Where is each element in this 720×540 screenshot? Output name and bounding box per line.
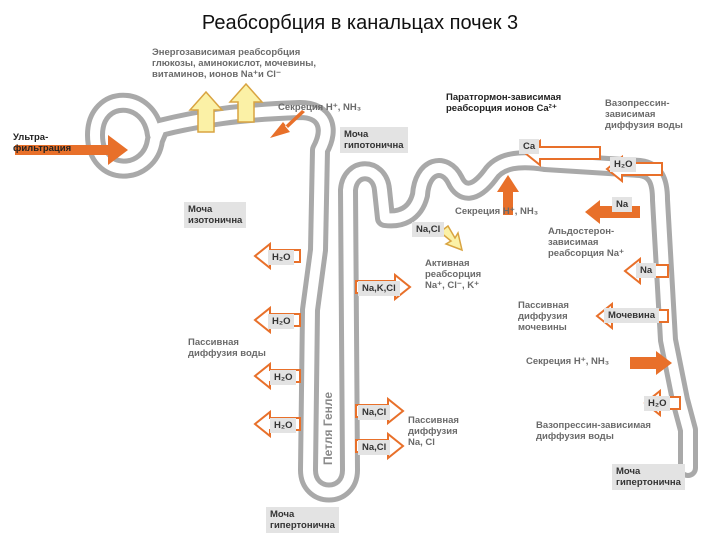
vasopressin-low-label: Вазопрессин-зависимая диффузия воды — [536, 420, 651, 442]
h2o-box: H₂O — [268, 314, 295, 329]
h2o-box: H₂O — [270, 370, 297, 385]
tubule-inner — [90, 97, 693, 498]
nacl-box: Na,Cl — [412, 222, 445, 237]
nacl-arrow-icon — [438, 224, 464, 252]
energy-label: Энергозависимая реабсорбция глюкозы, ами… — [152, 47, 316, 80]
h2o-box: H₂O — [644, 396, 671, 411]
nacl-box: Na,Cl — [358, 440, 391, 455]
vasopressin-top-label: Вазопрессин- зависимая диффузия воды — [605, 98, 683, 131]
urea-box: Мочевина — [604, 308, 659, 323]
secretion-arrow-icon — [270, 110, 305, 138]
passive-urea-label: Пассивная диффузия мочевины — [518, 300, 569, 333]
secretion-mid-label: Секреция H⁺, NH₃ — [455, 206, 539, 217]
passive-water-label: Пассивная диффузия воды — [188, 337, 266, 359]
h2o-box: H₂O — [268, 250, 295, 265]
up-arrow-icon — [188, 90, 224, 133]
aldosterone-label: Альдостерон- зависимая реабсорция Na⁺ — [548, 226, 625, 259]
big-arrow-icon — [15, 135, 128, 165]
active-label: Активная реабсорция Na⁺, Cl⁻, K⁺ — [425, 258, 482, 291]
urine-isotonic-box: Моча изотонична — [184, 202, 247, 228]
urine-hyper-bottom-box: Моча гипертонична — [266, 507, 339, 533]
ca-box: Ca — [519, 139, 540, 154]
secretion-top-label: Секреция H⁺, NH₃ — [278, 102, 362, 113]
nakcl-box: Na,K,Cl — [358, 281, 400, 296]
ultra-label: Ультра- фильтрация — [13, 132, 72, 154]
secretion-arrow-icon — [497, 175, 519, 215]
secretion-low-label: Секреция H⁺, NH₃ — [526, 356, 610, 367]
right-arrow-icon — [355, 272, 412, 461]
secretion-arrow-icon — [630, 351, 672, 375]
nacl-box: Na,Cl — [358, 405, 391, 420]
urine-hyper-right-box: Моча гипертонична — [612, 464, 685, 490]
h2o-box: H₂O — [270, 418, 297, 433]
parathormone-label: Паратгормон-зависимая реабсорция ионов C… — [446, 92, 562, 114]
urine-hypotonic-box: Моча гипотонична — [340, 127, 408, 153]
na-box: Na — [612, 197, 633, 212]
page-title: Реабсорбция в канальцах почек 3 — [201, 12, 519, 34]
henle-label: Петля Генле — [321, 392, 335, 465]
passive-nacl-label: Пассивная диффузия Na, Cl — [408, 415, 459, 448]
h2o-box: H₂O — [610, 157, 637, 172]
up-arrow-icon — [228, 82, 264, 123]
na-box: Na — [636, 263, 657, 278]
